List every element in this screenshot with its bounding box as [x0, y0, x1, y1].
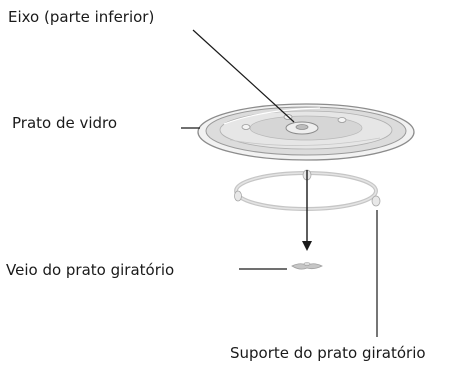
turntable-shaft	[291, 262, 323, 270]
turntable-support-ring	[234, 169, 381, 211]
axis-label: Eixo (parte inferior)	[8, 8, 155, 26]
axis-leader-line	[192, 29, 295, 123]
shaft-label: Veio do prato giratório	[6, 261, 175, 279]
support-label: Suporte do prato giratório	[230, 344, 426, 362]
glass-plate	[197, 103, 415, 161]
glass-plate-label: Prato de vidro	[12, 114, 118, 132]
down-arrow-icon	[302, 170, 312, 251]
